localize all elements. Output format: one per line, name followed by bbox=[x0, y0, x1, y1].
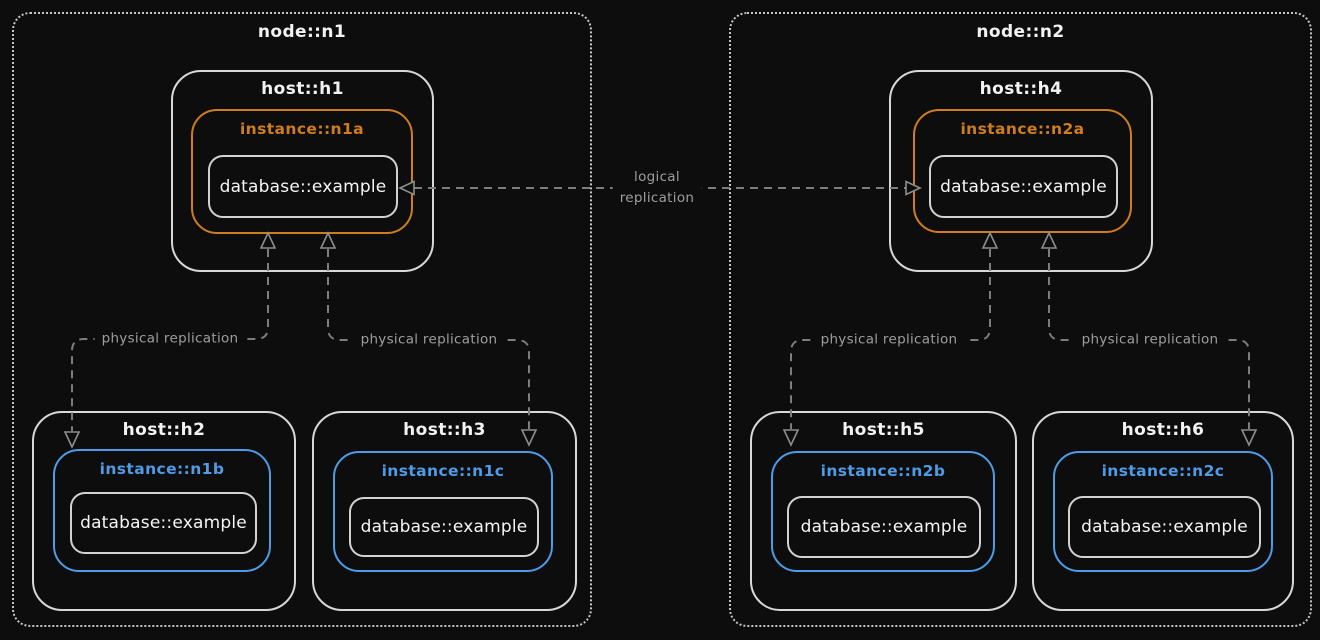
instance-n2a-label: instance::n2a bbox=[960, 120, 1085, 138]
host-h6-label: host::h6 bbox=[1121, 420, 1205, 440]
instance-n1c-label: instance::n1c bbox=[381, 462, 505, 480]
host-h4-label: host::h4 bbox=[979, 79, 1063, 99]
instance-n1b: instance::n1b database::example bbox=[53, 449, 271, 572]
instance-n1a: instance::n1a database::example bbox=[191, 109, 413, 234]
database-example-n2b: database::example bbox=[787, 496, 981, 558]
database-example-n1b: database::example bbox=[70, 492, 257, 554]
database-example-n2a: database::example bbox=[929, 155, 1118, 218]
host-h2: host::h2 instance::n1b database::example bbox=[32, 411, 296, 611]
database-label: database::example bbox=[360, 517, 528, 537]
instance-n1a-label: instance::n1a bbox=[239, 120, 365, 138]
node-n2-container: node::n2 bbox=[729, 12, 1312, 627]
instance-n2c: instance::n2c database::example bbox=[1053, 451, 1273, 572]
edge-label-logical-line1: logical bbox=[634, 169, 680, 186]
database-label: database::example bbox=[940, 176, 1107, 197]
node-n1-container: node::n1 bbox=[12, 12, 592, 627]
host-h3: host::h3 instance::n1c database::example bbox=[312, 411, 577, 611]
edge-label-physical-replication-2: physical replication bbox=[353, 328, 505, 352]
host-h2-label: host::h2 bbox=[122, 420, 206, 440]
host-h1-label: host::h1 bbox=[261, 79, 344, 99]
edge-label-physical-replication-1: physical replication bbox=[94, 327, 246, 351]
database-example-n1c: database::example bbox=[349, 497, 539, 557]
host-h3-label: host::h3 bbox=[403, 420, 486, 440]
database-example-n2c: database::example bbox=[1068, 496, 1261, 558]
instance-n1b-label: instance::n1b bbox=[99, 460, 225, 478]
database-example-n1a: database::example bbox=[208, 155, 398, 218]
host-h4: host::h4 instance::n2a database::example bbox=[889, 70, 1153, 272]
host-h5: host::h5 instance::n2b database::example bbox=[750, 411, 1017, 611]
host-h5-label: host::h5 bbox=[842, 420, 925, 440]
instance-n2b-label: instance::n2b bbox=[820, 462, 946, 480]
edge-label-logical-replication: logical replication bbox=[612, 166, 702, 210]
database-label: database::example bbox=[219, 176, 387, 197]
database-label: database::example bbox=[1081, 517, 1248, 537]
edge-label-logical-line2: replication bbox=[619, 190, 695, 206]
instance-n2c-label: instance::n2c bbox=[1101, 462, 1225, 480]
database-label: database::example bbox=[800, 517, 968, 537]
host-h1: host::h1 instance::n1a database::example bbox=[171, 70, 434, 272]
node-n2-label: node::n2 bbox=[976, 22, 1065, 42]
instance-n2a: instance::n2a database::example bbox=[913, 109, 1132, 233]
database-label: database::example bbox=[80, 513, 247, 533]
edge-label-physical-replication-4: physical replication bbox=[1074, 328, 1226, 352]
node-n1-label: node::n1 bbox=[257, 22, 347, 42]
edge-label-physical-replication-3: physical replication bbox=[813, 328, 965, 352]
instance-n1c: instance::n1c database::example bbox=[333, 451, 553, 572]
host-h6: host::h6 instance::n2c database::example bbox=[1032, 411, 1294, 611]
instance-n2b: instance::n2b database::example bbox=[771, 451, 995, 572]
